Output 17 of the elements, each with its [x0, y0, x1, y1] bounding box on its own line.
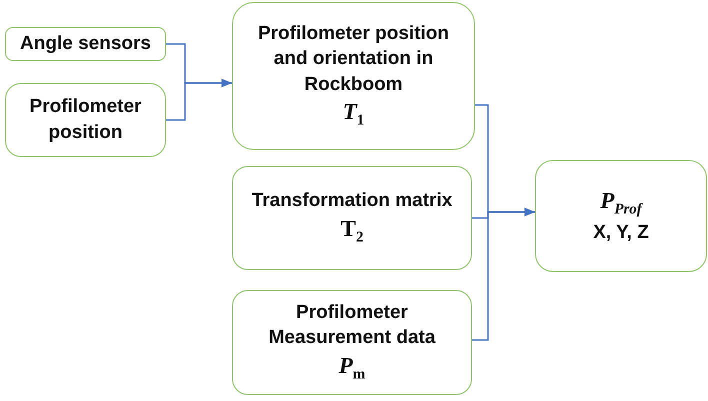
- node-label: Angle sensors: [20, 32, 151, 56]
- process-box: [232, 290, 472, 395]
- math-symbol: P$_{m}$: [338, 352, 366, 385]
- math-symbol: P$_{Prof}$: [600, 187, 642, 220]
- input-box: [5, 27, 166, 61]
- math-symbol: T$_{2}$: [340, 214, 364, 248]
- input-box: [5, 83, 166, 157]
- node-label: Profilometer position: [28, 95, 142, 145]
- node-label: Transformation matrix: [252, 189, 452, 214]
- node-label: Profilometer position and orientation in Rockboom: [256, 22, 450, 97]
- node-label: X, Y, Z: [593, 221, 649, 246]
- connector-arrow: [166, 78, 232, 121]
- node-label: Profilometer Measurement data: [268, 300, 436, 350]
- process-box: [232, 166, 472, 270]
- process-box: [232, 2, 475, 150]
- output-box: [535, 160, 707, 272]
- math-symbol: T$_{1}$: [342, 98, 364, 132]
